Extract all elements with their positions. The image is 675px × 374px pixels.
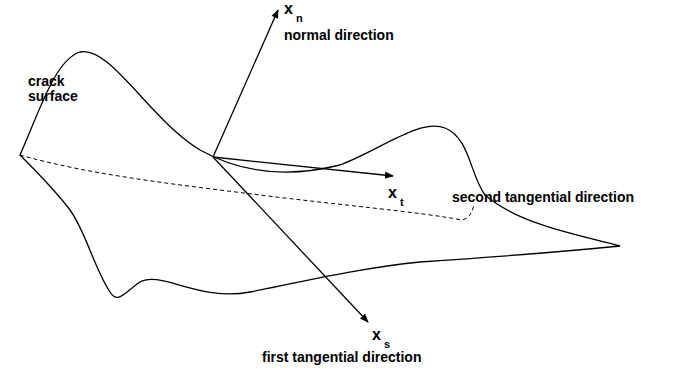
direction-label: second tangential direction xyxy=(452,190,634,205)
axis-symbol: x xyxy=(388,184,397,202)
second-tangential-axis xyxy=(213,157,393,176)
axis-symbol: x xyxy=(372,326,381,344)
crack-surface-outline xyxy=(20,52,620,298)
axis-subscript: t xyxy=(400,196,404,208)
axis-subscript: s xyxy=(384,338,390,350)
axis-symbol: x xyxy=(284,0,293,18)
hidden-edge xyxy=(20,155,474,220)
normal-axis xyxy=(213,10,278,157)
direction-label: first tangential direction xyxy=(262,350,421,365)
surface-label: crack surface xyxy=(28,74,90,105)
first-tangential-axis xyxy=(213,157,368,322)
axis-subscript: n xyxy=(296,12,303,24)
direction-label: normal direction xyxy=(284,28,394,43)
